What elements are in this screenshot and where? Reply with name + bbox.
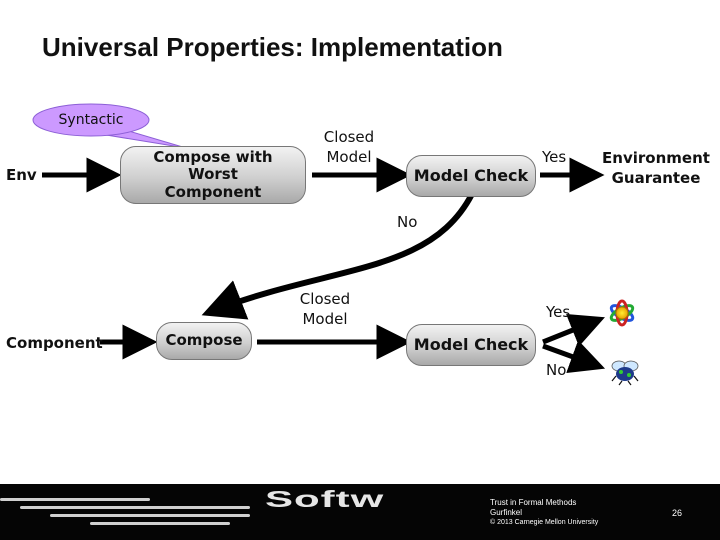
yes-label-top: Yes <box>542 148 567 166</box>
footer-logo: Softw <box>265 486 385 512</box>
footer-line3: © 2013 Carnegie Mellon University <box>490 519 599 526</box>
speed-line <box>50 514 250 517</box>
flow-diagram <box>32 103 639 386</box>
model-check-box-bottom: Model Check <box>406 324 536 366</box>
footer-line2: Gurfinkel <box>490 508 523 517</box>
environment-guarantee-label: Environment Guarantee <box>602 149 710 187</box>
callout-bubble <box>32 103 150 137</box>
model-check-box-top: Model Check <box>406 155 536 197</box>
syntactic-callout <box>32 103 187 149</box>
arrow-check-to-yes <box>542 313 605 347</box>
speed-line <box>0 498 150 501</box>
arrow-check-to-no <box>542 340 606 374</box>
speed-line <box>20 506 250 509</box>
no-label-bottom: No <box>546 361 567 379</box>
footer-line1: Trust in Formal Methods <box>490 498 577 507</box>
footer-bar: Softw <box>0 484 720 540</box>
no-label-top: No <box>397 213 418 231</box>
page-number: 26 <box>672 508 683 518</box>
slide-title: Universal Properties: Implementation <box>42 32 503 62</box>
speed-line <box>90 522 230 525</box>
env-label: Env <box>6 166 37 184</box>
component-label: Component <box>6 334 103 352</box>
yes-label-bottom: Yes <box>546 303 571 321</box>
syntactic-callout-label: Syntactic <box>58 112 124 128</box>
bug-icon <box>611 360 639 386</box>
arrow-no-to-compose <box>201 192 475 320</box>
compose-box-bottom: Compose <box>156 322 252 360</box>
closed-model-label-bottom: Closed Model <box>299 290 351 328</box>
compose-worst-component-box: Compose with Worst Component <box>120 146 306 204</box>
colorful-atom-icon <box>609 299 635 327</box>
closed-model-label-top: Closed Model <box>323 128 375 166</box>
